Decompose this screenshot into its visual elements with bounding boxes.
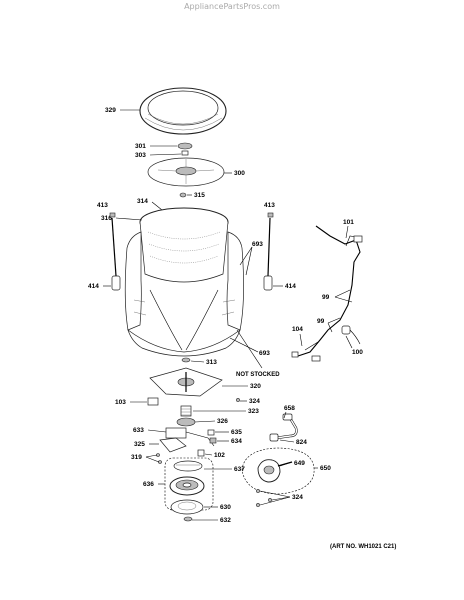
callout-102: 102 — [214, 452, 225, 459]
callout-99-lower: 99 — [317, 318, 325, 325]
watermark: AppliancePartsPros.com — [184, 2, 280, 11]
stator[interactable] — [173, 460, 203, 472]
rotor[interactable] — [169, 476, 205, 496]
callout-325: 325 — [134, 441, 145, 448]
cap-part[interactable] — [177, 142, 193, 150]
art-number: (ART NO. WH1021 C21) — [330, 544, 396, 550]
callout-633: 633 — [133, 427, 144, 434]
pump-screws[interactable] — [256, 489, 272, 507]
callout-303: 303 — [135, 152, 146, 159]
callout-635: 635 — [231, 429, 242, 436]
callout-319: 319 — [131, 454, 142, 461]
callout-313: 313 — [206, 359, 217, 366]
screw-part[interactable] — [236, 398, 240, 402]
wash-plate[interactable] — [147, 157, 225, 187]
drain-hose[interactable] — [269, 413, 298, 442]
suspension-rod-right[interactable] — [263, 212, 274, 291]
callout-630: 630 — [220, 504, 231, 511]
callout-100: 100 — [352, 349, 363, 356]
callout-636: 636 — [143, 481, 154, 488]
seal-part[interactable] — [181, 357, 191, 363]
outer-tub[interactable] — [124, 231, 244, 357]
callout-101: 101 — [343, 219, 354, 226]
callout-329: 329 — [105, 107, 116, 114]
callout-315: 315 — [194, 192, 205, 199]
callout-326: 326 — [217, 418, 228, 425]
callout-634: 634 — [231, 438, 242, 445]
callout-99-upper: 99 — [322, 294, 330, 301]
callout-658: 658 — [284, 405, 295, 412]
callout-649: 649 — [294, 460, 305, 467]
callout-637: 637 — [234, 466, 245, 473]
wash-basket[interactable] — [139, 207, 229, 283]
callout-104: 104 — [292, 326, 303, 333]
callout-693-top: 693 — [252, 241, 263, 248]
callout-693-bottom: 693 — [259, 350, 270, 357]
drain-pump[interactable] — [257, 459, 293, 483]
callout-103: 103 — [115, 399, 126, 406]
sensor-part[interactable] — [209, 437, 217, 444]
callout-314: 314 — [137, 198, 148, 205]
mounting-plate[interactable] — [149, 367, 223, 397]
suspension-rod-left[interactable] — [109, 212, 121, 291]
callout-632: 632 — [220, 517, 231, 524]
callout-414-right: 414 — [285, 283, 296, 290]
callout-824: 824 — [296, 439, 307, 446]
bolt-part[interactable] — [179, 192, 187, 198]
coupling-part[interactable] — [176, 417, 196, 427]
callout-300: 300 — [234, 170, 245, 177]
callout-301: 301 — [135, 143, 146, 150]
callout-413-left: 413 — [97, 202, 108, 209]
callout-324-bottom: 324 — [292, 494, 303, 501]
tub-cover-ring[interactable] — [139, 87, 227, 135]
note-not-stocked: NOT STOCKED — [236, 372, 280, 378]
wire-harness[interactable] — [291, 225, 363, 362]
post-part[interactable] — [181, 150, 189, 156]
callout-414-left: 414 — [88, 283, 99, 290]
rotor-cover[interactable] — [170, 499, 204, 515]
motor-bracket[interactable] — [159, 437, 187, 453]
callout-324-top: 324 — [249, 398, 260, 405]
rotor-nut[interactable] — [183, 516, 193, 522]
callout-320: 320 — [250, 383, 261, 390]
pressure-switch[interactable] — [147, 397, 159, 406]
callout-413-right: 413 — [264, 202, 275, 209]
spring-part[interactable] — [180, 405, 192, 417]
callout-650: 650 — [320, 465, 331, 472]
wire-clip[interactable] — [197, 449, 205, 457]
callout-323: 323 — [248, 408, 259, 415]
callout-316: 316 — [101, 215, 112, 222]
